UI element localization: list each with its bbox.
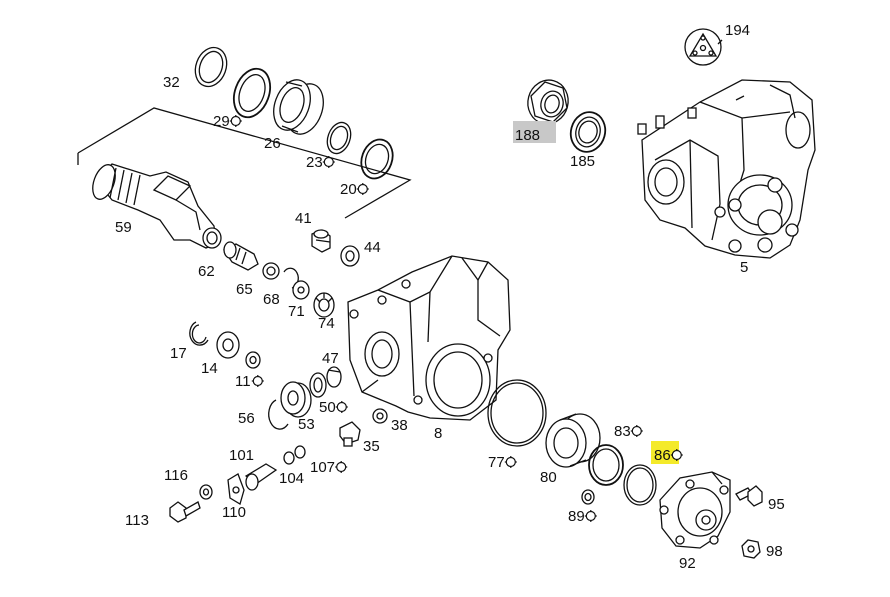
part-label-101: 101	[229, 447, 254, 464]
part-marker-icon-77	[504, 456, 517, 468]
part-label-83: 83	[614, 423, 631, 440]
part-label-110: 110	[222, 504, 246, 521]
part-label-74: 74	[318, 315, 335, 332]
part-marker-icon-89	[584, 510, 597, 522]
part-95-bolt	[735, 485, 763, 507]
part-77-gasket	[487, 379, 547, 447]
part-marker-icon-50	[335, 401, 348, 413]
part-11-washer	[245, 351, 261, 369]
part-label-80: 80	[540, 469, 557, 486]
part-label-26: 26	[264, 135, 281, 152]
part-23-ring	[326, 121, 352, 155]
highlight-188	[513, 121, 556, 143]
part-38-washer	[372, 408, 388, 424]
part-label-113: 113	[125, 512, 149, 529]
part-label-116: 116	[164, 467, 188, 484]
part-83-ring	[588, 444, 624, 486]
part-98-nut	[741, 539, 761, 559]
part-label-77: 77	[488, 454, 505, 471]
part-101-pin	[244, 463, 278, 491]
part-label-41: 41	[295, 210, 312, 227]
part-20-ring	[360, 138, 394, 180]
part-label-50: 50	[319, 399, 336, 416]
part-label-95: 95	[768, 496, 785, 513]
part-44-washer	[340, 245, 360, 267]
part-86-ring	[623, 464, 657, 506]
part-label-32: 32	[163, 74, 180, 91]
part-label-38: 38	[391, 417, 408, 434]
part-80-bearing	[545, 413, 601, 468]
part-110-bracket	[227, 473, 245, 505]
part-14-bearing	[216, 331, 240, 359]
part-marker-icon-83	[630, 425, 643, 437]
part-label-107: 107	[310, 459, 335, 476]
part-label-44: 44	[364, 239, 381, 256]
part-185-seal	[569, 111, 607, 153]
part-62-stud	[223, 241, 259, 271]
part-label-104: 104	[279, 470, 304, 487]
part-label-14: 14	[201, 360, 218, 377]
part-label-47: 47	[322, 350, 339, 367]
part-label-23: 23	[306, 154, 323, 171]
part-35-bolt	[339, 421, 361, 447]
part-5-differential-assembly	[637, 79, 816, 259]
part-label-62: 62	[198, 263, 215, 280]
part-label-188: 188	[515, 127, 540, 144]
part-label-8: 8	[434, 425, 442, 442]
part-label-98: 98	[766, 543, 783, 560]
part-label-92: 92	[679, 555, 696, 572]
part-label-89: 89	[568, 508, 585, 525]
part-marker-icon-86	[670, 449, 683, 461]
part-53-gear	[280, 381, 312, 418]
part-56-circlip	[268, 399, 289, 430]
part-label-65: 65	[236, 281, 253, 298]
part-47-bush	[326, 366, 342, 388]
part-label-71: 71	[288, 303, 305, 320]
part-marker-icon-29	[229, 115, 242, 127]
part-marker-icon-107	[335, 461, 348, 473]
part-50-ring	[309, 372, 327, 398]
part-label-194: 194	[725, 22, 750, 39]
part-label-56: 56	[238, 410, 255, 427]
part-labels: 194 32 29 26 23 20 188 185 5 59 41 44 62 65 68 71 74 17 14…	[115, 22, 785, 572]
part-59-pinion-shaft	[92, 163, 222, 249]
part-116-washer	[199, 484, 213, 500]
part-label-20: 20	[340, 181, 357, 198]
part-label-59: 59	[115, 219, 132, 236]
part-label-29: 29	[213, 113, 230, 130]
highlight-86	[651, 441, 679, 464]
part-65-ring	[262, 262, 280, 280]
part-marker-icon-11	[251, 375, 264, 387]
part-71-washer	[292, 280, 310, 300]
part-marker-icon-20	[356, 183, 369, 195]
part-74-lock-washer	[313, 292, 335, 318]
part-8-housing	[347, 255, 511, 421]
part-label-68: 68	[263, 291, 280, 308]
pinion-group-bracket	[77, 107, 412, 219]
part-89-washer	[581, 489, 595, 505]
part-label-11: 11	[235, 373, 251, 390]
part-label-17: 17	[170, 345, 187, 362]
part-104-bush	[283, 445, 306, 465]
part-label-5: 5	[740, 259, 748, 276]
part-41-plug	[311, 229, 331, 253]
part-32-snap-ring	[194, 46, 228, 88]
part-188-nut	[527, 79, 569, 125]
part-92-cover	[659, 471, 731, 549]
part-label-53: 53	[298, 416, 315, 433]
part-194-plate	[684, 28, 723, 66]
part-17-snap-ring	[189, 321, 209, 346]
part-marker-icon-23	[322, 156, 335, 168]
part-26-bearing	[273, 79, 324, 135]
part-label-35: 35	[363, 438, 380, 455]
part-label-86: 86	[654, 447, 671, 464]
part-29-ring	[232, 67, 272, 119]
part-113-bolt	[169, 501, 201, 523]
part-label-185: 185	[570, 153, 595, 170]
